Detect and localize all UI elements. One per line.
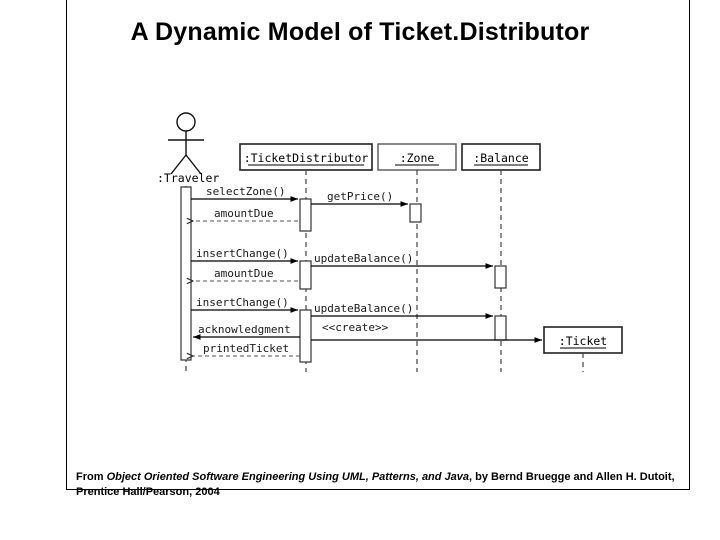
message-acknowledgment: acknowledgment xyxy=(193,323,300,340)
activation-balance-2 xyxy=(494,315,507,341)
message-create: <<create>> xyxy=(311,321,542,343)
object-ticketdistributor: :TicketDistributor xyxy=(239,143,373,171)
message-label: <<create>> xyxy=(322,321,389,334)
message-printedticket: printedTicket xyxy=(193,342,300,356)
object-box xyxy=(239,143,373,171)
activation-ticketdistributor-2 xyxy=(299,260,312,290)
message-insertchange-2: insertChange() xyxy=(191,296,298,313)
citation-prefix: From xyxy=(76,471,107,483)
actor-leg-right xyxy=(185,154,202,175)
citation-book-title: Object Oriented Software Engineering Usi… xyxy=(106,471,470,483)
actor-traveler: :Traveler xyxy=(157,112,219,185)
message-label: getPrice() xyxy=(327,190,393,203)
actor-head-icon xyxy=(176,112,196,132)
message-amountdue-1: amountDue xyxy=(193,207,298,221)
actor-label: :Traveler xyxy=(157,171,219,185)
message-getprice: getPrice() xyxy=(311,190,408,207)
activation-balance-1 xyxy=(494,265,507,289)
object-zone: :Zone xyxy=(377,143,457,171)
message-label: printedTicket xyxy=(203,342,289,355)
message-label: updateBalance() xyxy=(314,252,413,265)
object-label: :TicketDistributor xyxy=(244,151,369,165)
activation-ticketdistributor-1 xyxy=(299,198,312,232)
object-label: :Ticket xyxy=(559,334,607,348)
message-selectzone: selectZone() xyxy=(191,185,298,202)
message-label: selectZone() xyxy=(206,185,285,198)
message-label: amountDue xyxy=(214,207,274,220)
object-ticket: :Ticket xyxy=(543,326,623,354)
object-balance: :Balance xyxy=(461,143,541,171)
message-amountdue-2: amountDue xyxy=(193,267,298,281)
message-insertchange-1: insertChange() xyxy=(191,247,298,264)
actor-leg-left xyxy=(170,154,187,175)
message-updatebalance-2: updateBalance() xyxy=(311,302,493,319)
activation-ticketdistributor-3 xyxy=(299,309,312,363)
message-label: insertChange() xyxy=(196,247,289,260)
message-label: amountDue xyxy=(214,267,274,280)
message-label: acknowledgment xyxy=(198,323,291,336)
object-box xyxy=(543,326,623,354)
source-citation: From Object Oriented Software Engineerin… xyxy=(76,470,691,500)
page-title: A Dynamic Model of Ticket.Distributor xyxy=(130,18,590,46)
activation-traveler xyxy=(180,186,192,361)
citation-suffix: , by Bernd Bruegge and Allen H. Dutoit, … xyxy=(76,471,675,498)
object-label: :Zone xyxy=(400,151,435,165)
object-label: :Balance xyxy=(473,151,528,165)
message-label: updateBalance() xyxy=(314,302,413,315)
uml-sequence-diagram: :Traveler :TicketDistributor :Zone :Bala… xyxy=(157,112,623,372)
activation-zone xyxy=(409,203,422,223)
message-label: insertChange() xyxy=(196,296,289,309)
message-updatebalance-1: updateBalance() xyxy=(311,252,493,269)
